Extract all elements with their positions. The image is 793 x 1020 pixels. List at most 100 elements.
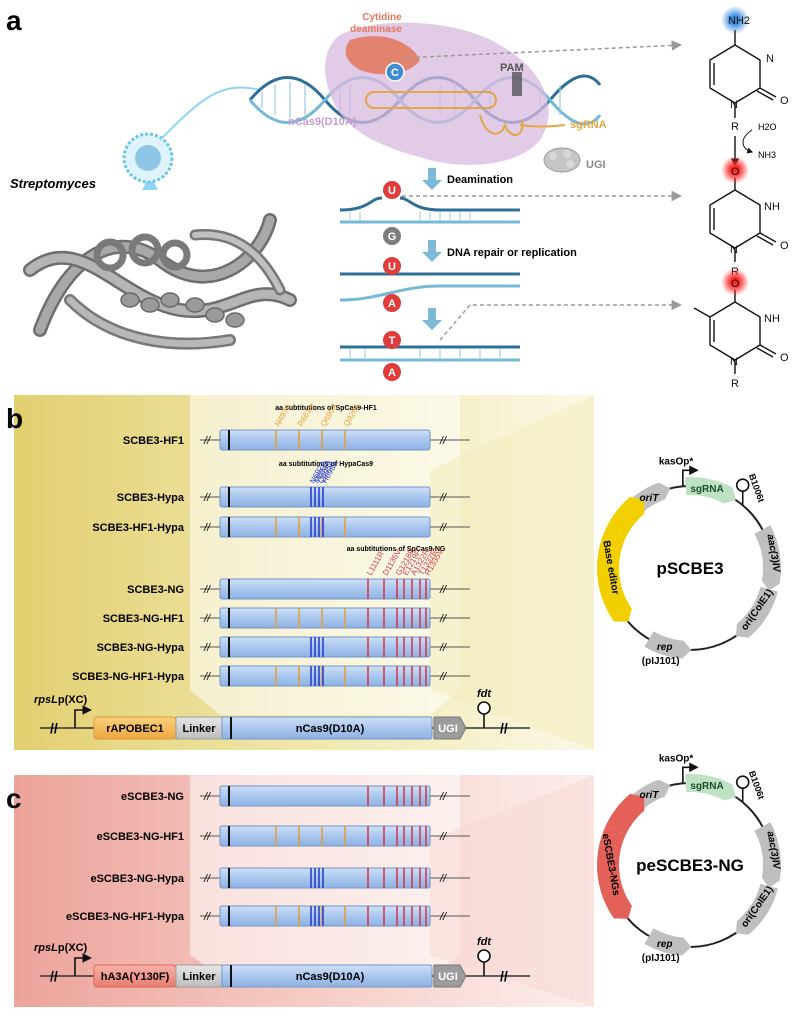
pscbe3-b1006t-loop	[735, 478, 750, 492]
b-row-bar-0	[219, 429, 431, 451]
b-construct-promoter-arrow	[74, 705, 92, 728]
c-row-bar-1	[219, 825, 431, 847]
panel-label-a: a	[6, 5, 22, 36]
c-construct-promoter-arrow	[74, 953, 92, 976]
chem-nh-2: NH	[764, 313, 780, 325]
b-row-label-3: SCBE3-NG	[127, 584, 184, 596]
pscbe3-sgrna-label: sgRNA	[690, 484, 723, 495]
b-construct-terminator-label: fdt	[477, 688, 492, 700]
base-a-2-circle	[383, 363, 401, 381]
b-row-break-left-2: //	[203, 522, 211, 534]
b-construct-promoter-rest: p(XC)	[58, 694, 88, 706]
panel-b-highlight	[190, 395, 460, 715]
cytosine-labels: NH2 O N N R	[728, 15, 789, 133]
b-row-break-left-5: //	[203, 642, 211, 654]
b-row-break-left-4: //	[203, 613, 211, 625]
dna-repair-label: DNA repair or replication	[447, 247, 577, 259]
pescbe3-pij101-label: (pIJ101)	[642, 953, 680, 964]
c-row-break-left-3: //	[203, 911, 211, 923]
deamination-step: Deamination	[422, 168, 513, 190]
pscbe3-orit-label: oriT	[640, 493, 660, 504]
b-row-break-right-1: //	[439, 492, 447, 504]
pescbe3-rep-label: rep	[657, 939, 673, 950]
base-a-2: A	[388, 367, 396, 379]
chem-n-3: N	[730, 244, 738, 256]
b-construct-ugi-label: UGI	[438, 723, 458, 735]
plasmid-pscbe3: kasOp*B1006toriTsgRNAaac(3)IVori(ColE1)r…	[597, 456, 782, 667]
base-u-2-circle	[383, 257, 401, 275]
pscbe3-b1006t-label: B1006t	[747, 472, 766, 503]
glow-red-2	[721, 268, 749, 296]
b-construct-ugi-box	[433, 716, 467, 740]
c-construct-ugi-box	[433, 964, 467, 988]
b-construct-break-left: //	[50, 720, 58, 736]
dashed-arrow-3	[439, 299, 683, 341]
b-row-break-right-4: //	[439, 613, 447, 625]
base-g-circle	[383, 227, 401, 245]
plasmid-pescbe3-ng: kasOp*B1006toriTsgRNAaac(3)IVori(ColE1)r…	[597, 753, 782, 964]
c-construct-cas9-label: nCas9(D10A)	[296, 971, 365, 983]
chem-nh-1: NH	[764, 201, 780, 213]
pscbe3-name: pSCBE3	[656, 559, 723, 578]
b-row-bar-1	[219, 486, 431, 508]
c-row-label-0: eSCBE3-NG	[121, 791, 184, 803]
pescbe3-name: peSCBE3-NG	[636, 856, 744, 875]
pscbe3-rep-label: rep	[657, 642, 673, 653]
pescbe3-kasop-arrow	[682, 762, 699, 784]
c-construct-ugi-label: UGI	[438, 971, 458, 983]
b-row-bar-4	[219, 607, 431, 629]
chem-n-1: N	[766, 53, 774, 65]
b-construct-promoter-label: rpsLp(XC)	[34, 694, 88, 706]
pscbe3-kasop-arrow	[682, 465, 699, 487]
b-row-bar-5	[219, 636, 431, 658]
c-construct-linker-label: Linker	[182, 971, 216, 983]
base-t: T	[389, 335, 396, 347]
b-row-break-right-5: //	[439, 642, 447, 654]
base-u-1-circle	[383, 181, 401, 199]
hf1-subst-title: aa subtitutions of SpCas9-HF1	[275, 405, 377, 412]
b-row-break-right-3: //	[439, 584, 447, 596]
pescbe3-sgrna-arrow	[685, 774, 736, 801]
b-construct-break-right: //	[500, 720, 508, 736]
b-construct-cas9-label: nCas9(D10A)	[296, 723, 365, 735]
b-row-label-2: SCBE3-HF1-Hypa	[92, 522, 185, 534]
sgrna-label: sgRNA	[570, 119, 607, 131]
pscbe3-rep-arrow	[644, 631, 692, 659]
ugi-protein	[543, 147, 581, 173]
b-construct-deaminase-label: rAPOBEC1	[106, 723, 163, 735]
panel-b-funnel	[430, 395, 594, 750]
b-construct-cas9-box	[221, 716, 433, 740]
ncas9-protein	[325, 22, 566, 165]
c-construct-break-right: //	[500, 968, 508, 984]
base-g: G	[388, 231, 397, 243]
c-construct-deaminase-label: hA3A(Y130F)	[101, 971, 170, 983]
pescbe3-kasop-label: kasOp*	[659, 753, 694, 764]
glow-blue	[721, 6, 749, 34]
base-t-circle	[383, 331, 401, 349]
base-u-1: U	[388, 185, 396, 197]
b-row-label-5: SCBE3-NG-Hypa	[97, 642, 185, 654]
c-row-label-1: eSCBE3-NG-HF1	[97, 831, 184, 843]
pescbe3-editor-arrow	[597, 825, 632, 919]
chem-r-3: R	[731, 378, 739, 390]
b-row-label-6: SCBE3-NG-HF1-Hypa	[72, 671, 185, 683]
c-construct-terminator-loop	[477, 949, 491, 963]
c-row-break-left-2: //	[203, 873, 211, 885]
c-row-break-right-3: //	[439, 911, 447, 923]
c-row-bar-0	[219, 785, 431, 807]
c-construct-terminator-label: fdt	[477, 936, 492, 948]
pscbe3-cole1-arrow	[735, 586, 778, 638]
streptomyces-illustration	[23, 213, 297, 350]
svg-text:NH2: NH2	[728, 15, 750, 27]
hypa-subst-title: aa subtitutions of HypaCas9	[279, 461, 373, 468]
pscbe3-editor-arrow	[597, 528, 632, 622]
b-construct-linker-label: Linker	[182, 723, 216, 735]
repair-step: DNA repair or replication	[422, 240, 577, 262]
b-construct-terminator-loop	[477, 701, 491, 715]
b-row-break-right-0: //	[439, 435, 447, 447]
pam-label: PAM	[500, 62, 524, 74]
c-row-bar-2	[219, 867, 431, 889]
